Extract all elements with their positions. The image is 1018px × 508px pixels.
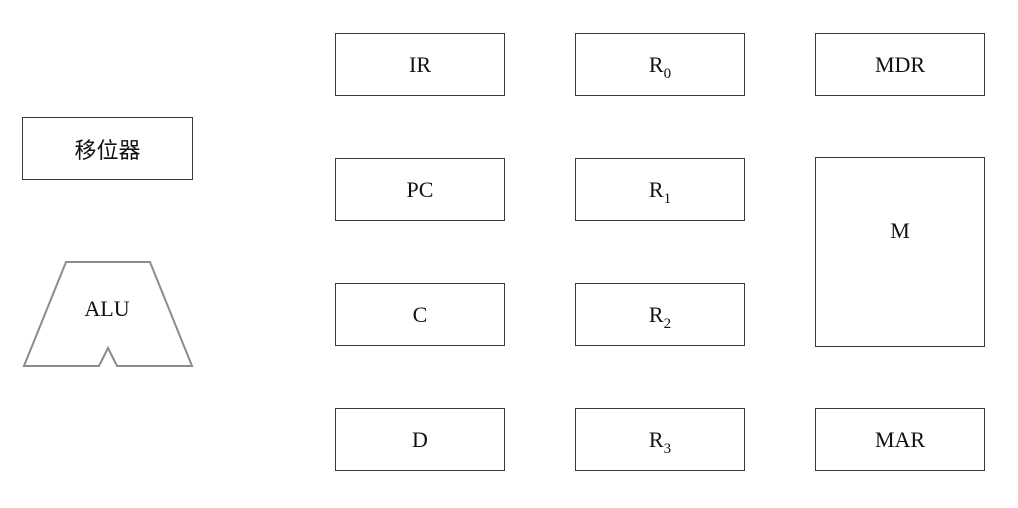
register-r3-label: R3 (648, 426, 672, 457)
register-r0-box: R0 (575, 33, 745, 96)
register-r1-label: R1 (648, 176, 672, 207)
register-r1-box: R1 (575, 158, 745, 221)
mdr-box: MDR (815, 33, 985, 96)
memory-box: M (815, 157, 985, 347)
alu-shape (22, 261, 194, 367)
register-r2-label: R2 (648, 301, 672, 332)
c-box: C (335, 283, 505, 346)
register-r3-box: R3 (575, 408, 745, 471)
mar-label: MAR (874, 426, 926, 452)
alu-label: ALU (84, 296, 130, 321)
shifter-box: 移位器 (22, 117, 193, 180)
d-box: D (335, 408, 505, 471)
ir-box: IR (335, 33, 505, 96)
register-r0-label: R0 (648, 51, 672, 82)
c-label: C (412, 301, 428, 327)
mdr-label: MDR (874, 51, 926, 77)
shifter-label: 移位器 (74, 138, 141, 164)
pc-label: PC (406, 176, 434, 202)
d-label: D (412, 426, 428, 452)
memory-label: M (890, 218, 910, 243)
register-r2-box: R2 (575, 283, 745, 346)
pc-box: PC (335, 158, 505, 221)
mar-box: MAR (815, 408, 985, 471)
ir-label: IR (409, 51, 431, 77)
